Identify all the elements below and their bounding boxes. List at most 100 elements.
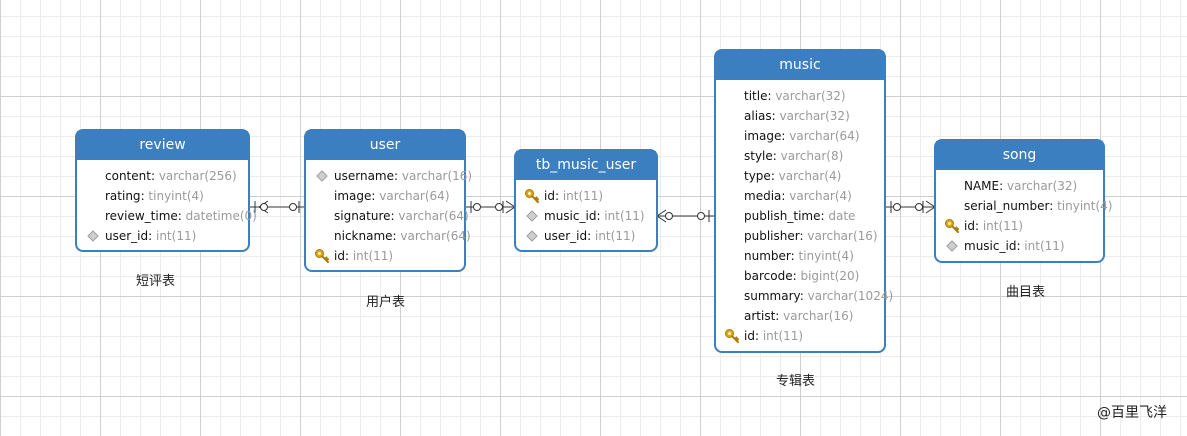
field-separator: : (775, 309, 780, 323)
field-row[interactable]: image: varchar(64) (716, 126, 884, 146)
field-type: tinyint(4) (794, 249, 854, 263)
field-type: varchar(32) (775, 109, 850, 123)
field-row[interactable]: image: varchar(64) (306, 186, 464, 206)
field-name: serial_number (964, 199, 1050, 213)
field-type: datetime(0) (181, 209, 257, 223)
foreign-key-icon (85, 228, 101, 244)
field-row[interactable]: alias: varchar(32) (716, 106, 884, 126)
field-row[interactable]: review_time: datetime(0) (77, 206, 257, 226)
field-row[interactable]: NAME: varchar(32) (936, 176, 1103, 196)
field-row[interactable]: media: varchar(4) (716, 186, 884, 206)
field-type: varchar(64) (785, 129, 860, 143)
field-separator: : (371, 189, 376, 203)
field-row[interactable]: id: int(11) (936, 216, 1103, 236)
field-name: user_id (544, 229, 588, 243)
field-row[interactable]: title: varchar(32) (716, 86, 884, 106)
field-row[interactable]: serial_number: tinyint(4) (936, 196, 1112, 216)
connector-tb-music-user-music (656, 209, 715, 223)
foreign-key-icon (524, 208, 540, 224)
field-name: image (334, 189, 372, 203)
field-type: tinyint(4) (144, 189, 204, 203)
field-name: media (744, 189, 782, 203)
field-name: nickname (334, 229, 393, 243)
field-type: int(11) (759, 329, 804, 343)
field-type: int(11) (559, 189, 604, 203)
field-separator: : (390, 209, 395, 223)
entity-title: song (936, 141, 1103, 170)
entity-title: music (716, 51, 884, 80)
field-list: content: varchar(256)rating: tinyint(4)r… (77, 160, 257, 246)
entity-title: review (77, 131, 248, 160)
primary-key-icon (524, 188, 540, 204)
field-name: music_id (544, 209, 597, 223)
entity-song[interactable]: song NAME: varchar(32)serial_number: tin… (934, 139, 1112, 263)
field-name: signature (334, 209, 391, 223)
field-name: username (334, 169, 394, 183)
field-row[interactable]: summary: varchar(1024) (716, 286, 893, 306)
field-type: int(11) (1020, 239, 1065, 253)
field-row[interactable]: user_id: int(11) (77, 226, 248, 246)
field-row[interactable]: publish_time: date (716, 206, 884, 226)
field-row[interactable]: content: varchar(256) (77, 166, 248, 186)
field-name: content (105, 169, 151, 183)
entity-user[interactable]: user username: varchar(16)image: varchar… (304, 129, 472, 272)
field-separator: : (150, 169, 155, 183)
field-row[interactable]: music_id: int(11) (936, 236, 1103, 256)
field-row[interactable]: barcode: bigint(20) (716, 266, 884, 286)
entity-review[interactable]: review content: varchar(256)rating: tiny… (75, 129, 257, 252)
field-row[interactable]: music_id: int(11) (516, 206, 656, 226)
field-name: publisher (744, 229, 800, 243)
field-row[interactable]: publisher: varchar(16) (716, 226, 884, 246)
field-separator: : (754, 329, 759, 343)
field-name: summary (744, 289, 800, 303)
primary-key-icon (314, 248, 330, 264)
field-name: title (744, 89, 768, 103)
field-row[interactable]: type: varchar(4) (716, 166, 884, 186)
field-row[interactable]: artist: varchar(16) (716, 306, 884, 326)
field-list: id: int(11)music_id: int(11)user_id: int… (516, 180, 656, 246)
field-name: user_id (105, 229, 149, 243)
field-type: varchar(16) (779, 309, 854, 323)
field-separator: : (344, 249, 349, 263)
field-name: type (744, 169, 771, 183)
watermark: @百里飞洋 (1097, 405, 1167, 421)
connector-music-song (885, 200, 936, 214)
field-row[interactable]: id: int(11) (306, 246, 464, 266)
field-type: tinyint(4) (1053, 199, 1113, 213)
field-row[interactable]: username: varchar(16) (306, 166, 472, 186)
entity-title: user (306, 131, 464, 160)
field-name: id (334, 249, 345, 263)
field-row[interactable]: id: int(11) (516, 186, 656, 206)
field-name: alias (744, 109, 772, 123)
field-type: varchar(8) (776, 149, 844, 163)
field-row[interactable]: id: int(11) (716, 326, 884, 346)
field-type: int(11) (349, 249, 394, 263)
field-row[interactable]: rating: tinyint(4) (77, 186, 248, 206)
field-type: varchar(32) (1003, 179, 1078, 193)
entity-caption-music: 专辑表 (776, 374, 816, 389)
foreign-key-icon (314, 168, 330, 184)
field-name: barcode (744, 269, 793, 283)
field-separator: : (148, 229, 153, 243)
field-row[interactable]: user_id: int(11) (516, 226, 656, 246)
field-list: title: varchar(32)alias: varchar(32)imag… (716, 80, 893, 346)
entity-tb-music-user[interactable]: tb_music_user id: int(11)music_id: int(1… (514, 149, 658, 252)
field-row[interactable]: nickname: varchar(64) (306, 226, 471, 246)
field-separator: : (799, 229, 804, 243)
field-type: int(11) (600, 209, 645, 223)
field-list: NAME: varchar(32)serial_number: tinyint(… (936, 170, 1112, 256)
field-type: bigint(20) (796, 269, 860, 283)
field-row[interactable]: signature: varchar(64) (306, 206, 469, 226)
entity-music[interactable]: music title: varchar(32)alias: varchar(3… (714, 49, 893, 353)
entity-caption-user: 用户表 (366, 295, 406, 310)
field-name: artist (744, 309, 776, 323)
field-type: int(11) (979, 219, 1024, 233)
field-type: varchar(4) (785, 189, 852, 203)
field-row[interactable]: style: varchar(8) (716, 146, 884, 166)
entity-title: tb_music_user (516, 151, 656, 180)
field-separator: : (140, 189, 145, 203)
field-separator: : (767, 89, 772, 103)
field-row[interactable]: number: tinyint(4) (716, 246, 884, 266)
field-name: publish_time (744, 209, 821, 223)
